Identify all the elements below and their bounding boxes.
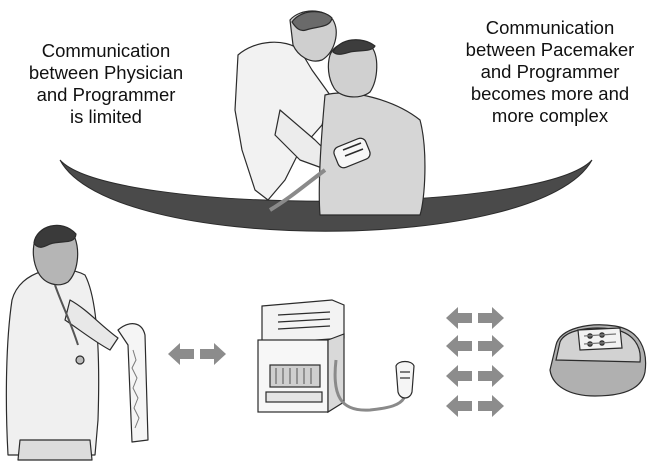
caption-pacemaker-programmer: Communication between Pacemaker and Prog… — [445, 17, 650, 127]
caption-line: more complex — [491, 105, 609, 126]
communication-arc — [59, 159, 593, 232]
caption-line: and Programmer — [36, 84, 176, 105]
programmer-device-icon — [257, 299, 406, 414]
caption-line: Communication — [41, 40, 171, 61]
double-arrow-icon — [446, 335, 504, 357]
caption-line: Communication — [485, 17, 615, 38]
double-arrow-icon — [446, 307, 504, 329]
caption-line: becomes more and — [470, 83, 630, 104]
pacemaker-icon — [549, 324, 647, 397]
double-arrow-icon — [446, 365, 504, 387]
caption-physician-programmer: Communication between Physician and Prog… — [6, 40, 206, 128]
caption-line: between Pacemaker — [465, 39, 635, 60]
physician-reading-strip-icon — [5, 224, 149, 461]
double-arrow-icon — [168, 343, 226, 365]
double-arrow-icon — [446, 395, 504, 417]
physician-with-patient-icon — [234, 10, 426, 216]
caption-line: between Physician — [28, 62, 184, 83]
caption-line: and Programmer — [480, 61, 620, 82]
programming-wand-icon — [395, 360, 415, 399]
caption-line: is limited — [70, 106, 142, 127]
